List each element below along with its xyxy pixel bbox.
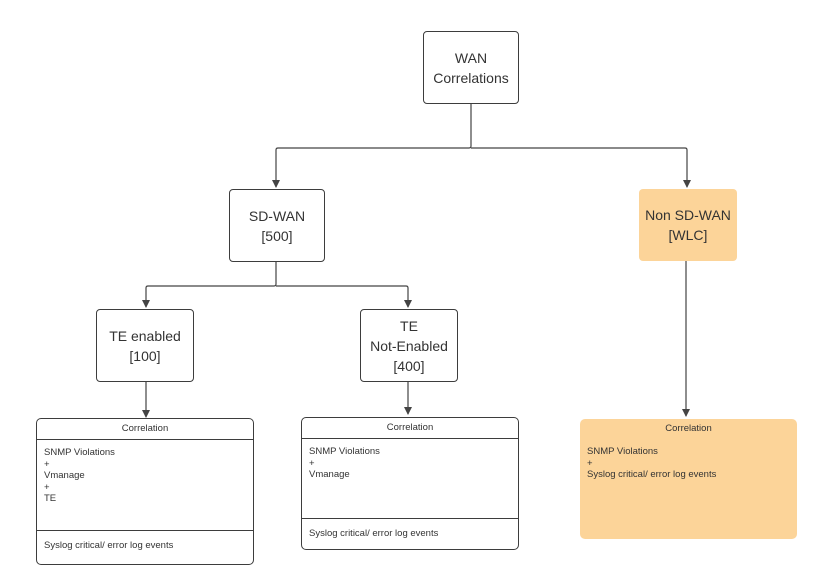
card-body-line: SNMP Violations xyxy=(587,446,658,457)
card-correlation-te-not-enabled: Correlation SNMP Violations + Vmanage Sy… xyxy=(301,417,519,550)
card-body-line: SNMP Violations xyxy=(309,446,380,457)
card-body-line: SNMP Violations xyxy=(44,447,115,458)
node-te-enabled-line-1: TE enabled xyxy=(109,327,181,344)
node-non-sd-wan: Non SD-WAN [WLC] xyxy=(639,189,737,261)
node-wan-correlations-line-1: WAN xyxy=(454,49,488,66)
node-te-not-enabled-line-2: Not-Enabled xyxy=(370,337,448,354)
node-te-not-enabled-line-3: [400] xyxy=(393,357,425,374)
card-correlation-te-enabled: Correlation SNMP Violations + Vmanage + … xyxy=(36,418,254,565)
node-wan-correlations: WAN Correlations xyxy=(423,31,519,104)
node-wan-correlations-line-2: Correlations xyxy=(433,69,509,86)
card-footer: Syslog critical/ error log events xyxy=(302,518,518,549)
card-body-line: TE xyxy=(44,493,57,504)
card-body: SNMP Violations + Syslog critical/ error… xyxy=(580,439,797,481)
node-sd-wan-line-2: [500] xyxy=(261,227,293,244)
card-body: SNMP Violations + Vmanage xyxy=(302,439,518,481)
connector-root-sdwan xyxy=(272,103,472,188)
card-header: Correlation xyxy=(302,418,518,439)
node-sd-wan: SD-WAN [500] xyxy=(229,189,325,262)
node-te-enabled-line-2: [100] xyxy=(129,347,161,364)
card-footer: Syslog critical/ error log events xyxy=(37,530,253,561)
node-te-not-enabled-line-1: TE xyxy=(400,317,418,334)
card-body-line: + xyxy=(44,481,50,493)
node-non-sd-wan-line-2: [WLC] xyxy=(668,227,708,243)
card-header: Correlation xyxy=(37,419,253,440)
node-te-enabled: TE enabled [100] xyxy=(96,309,194,382)
connector-root-non-sdwan xyxy=(471,147,691,188)
card-correlation-non-sd-wan: Correlation SNMP Violations + Syslog cri… xyxy=(580,419,797,539)
card-body-line: + xyxy=(309,457,315,469)
card-header: Correlation xyxy=(665,423,712,434)
node-sd-wan-line-1: SD-WAN xyxy=(248,207,306,224)
connector-sdwan-te-enabled xyxy=(142,262,277,308)
card-body-line: + xyxy=(587,457,593,469)
node-te-not-enabled: TE Not-Enabled [400] xyxy=(360,309,458,382)
card-body: SNMP Violations + Vmanage + TE xyxy=(37,440,253,505)
card-body-line: + xyxy=(44,458,50,470)
connector-sdwan-te-not-enabled xyxy=(276,285,412,308)
node-non-sd-wan-line-1: Non SD-WAN xyxy=(645,207,731,223)
card-body-line: Syslog critical/ error log events xyxy=(587,469,717,480)
card-body-line: Vmanage xyxy=(309,469,350,480)
card-body-line: Vmanage xyxy=(44,470,85,481)
